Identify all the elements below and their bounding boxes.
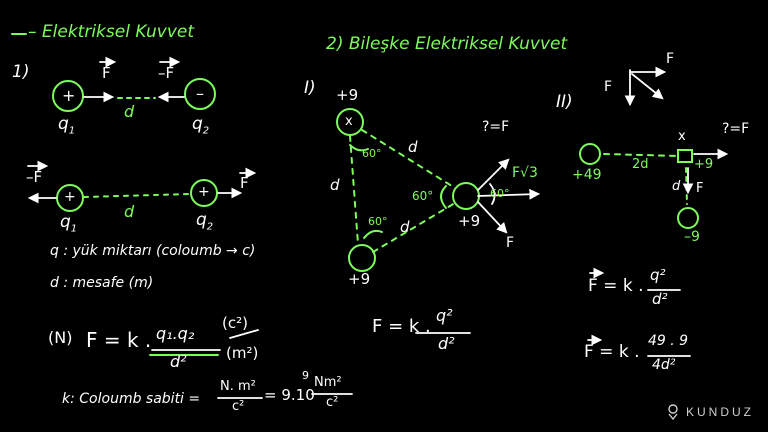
distance-d-2: d (124, 202, 135, 221)
charge-q2-circle (184, 78, 216, 110)
charge-q1-circle (52, 80, 84, 112)
charge-q1b-circle (56, 184, 84, 212)
formula2-denominator: d² (438, 334, 455, 353)
force-diagram-F-top: F (666, 51, 675, 67)
formula2-lhs: F = k . (372, 316, 431, 337)
distance-2d: 2d (632, 157, 649, 172)
plus-sign-3: + (198, 184, 210, 200)
kunduz-logo: KUNDUZ (666, 404, 754, 420)
formula4-denominator: 4d² (652, 357, 676, 373)
k-definition: k: Coloumb sabiti = (62, 391, 201, 407)
kunduz-wordmark: KUNDUZ (686, 405, 754, 419)
charge-q1-label-2: q1 (60, 212, 78, 235)
title-elektriksel-kuvvet: – Elektriksel Kuvvet (28, 22, 195, 42)
minus-sign: – (196, 84, 204, 103)
coulomb-formula-denominator: d² (170, 352, 187, 371)
k-value: = 9.10 (264, 386, 315, 404)
force-F-bottom: F (506, 235, 515, 251)
distance-d-top: d (408, 138, 418, 156)
point-x-box (677, 149, 693, 163)
distance-d-vertical: d (672, 179, 681, 194)
unit-c2: (c²) (222, 314, 248, 332)
charge-top-x: x (345, 114, 353, 129)
title-bileske-kuvvet: 2) Bileşke Elektriksel Kuvvet (326, 34, 568, 54)
formula2-numerator: q² (436, 306, 453, 325)
charge-plus49-value: +49 (572, 167, 602, 183)
force-label-F: F (102, 64, 111, 82)
angle-60-right: 60° (412, 189, 434, 203)
charge-top-value: +9 (336, 86, 359, 104)
question-force-1: ?=F (482, 119, 510, 135)
coulomb-formula-numerator: q₁.q₂ (156, 324, 195, 343)
point-x-label: x (678, 129, 686, 144)
part-II-label: II) (556, 92, 573, 112)
formula3-denominator: d² (652, 290, 668, 308)
charge-q2-label: q2 (192, 114, 210, 137)
charge-bottom-circle (348, 244, 376, 272)
formula3-numerator: q² (650, 266, 666, 284)
charge-q2-label-2: q2 (196, 210, 214, 233)
force-label-F-2: F (240, 174, 249, 192)
formula4-numerator: 49 . 9 (648, 333, 689, 349)
angle-60-top: 60° (362, 147, 382, 160)
angle-60-bottom: 60° (368, 215, 388, 228)
charge-right-value: +9 (458, 212, 481, 230)
charge-bottom-value: +9 (348, 270, 371, 288)
charge-q1-label: q1 (58, 114, 76, 137)
force-label-minusF-2: –F (26, 168, 43, 186)
plus-sign: + (62, 86, 76, 105)
force-F-down: F (696, 181, 704, 196)
charge-q2b-circle (190, 179, 218, 207)
charge-minus9-value: –9 (684, 229, 700, 245)
unit-newton: (N) (48, 328, 73, 347)
distance-d-left: d (330, 176, 340, 194)
force-label-minusF: –F (158, 64, 175, 82)
k-unit-numerator: N. m² (220, 379, 256, 394)
angle-60-force: 60° (490, 187, 510, 200)
distance-d-1: d (124, 102, 135, 121)
resultant-F-root3: F√3 (512, 165, 538, 181)
force-diagram-F-left: F (604, 79, 613, 95)
k-value-exponent: 9 (302, 369, 309, 382)
definition-q: q : yük miktarı (coloumb → c) (50, 243, 256, 259)
charge-plus49-circle (579, 143, 601, 165)
kunduz-beaver-icon (668, 404, 678, 420)
k-value-unit-denominator: c² (326, 395, 339, 410)
formula4-lhs: F = k . (584, 342, 640, 362)
k-value-unit-numerator: Nm² (314, 375, 342, 390)
unit-m2: (m²) (226, 344, 259, 362)
charge-minus9-circle (677, 207, 699, 229)
formula3-lhs: F = k . (588, 276, 644, 296)
k-unit-denominator: c² (232, 399, 245, 414)
question-force-2: ?=F (722, 121, 750, 137)
part-I-label: I) (304, 78, 316, 98)
coulomb-formula: F = k . (86, 328, 152, 352)
charge-point-value: +9 (694, 157, 714, 172)
section1-number: 1) (12, 62, 30, 82)
distance-d-bottom: d (400, 218, 410, 236)
definition-d: d : mesafe (m) (50, 275, 154, 291)
plus-sign-2: + (64, 189, 76, 205)
charge-right-circle (452, 182, 480, 210)
